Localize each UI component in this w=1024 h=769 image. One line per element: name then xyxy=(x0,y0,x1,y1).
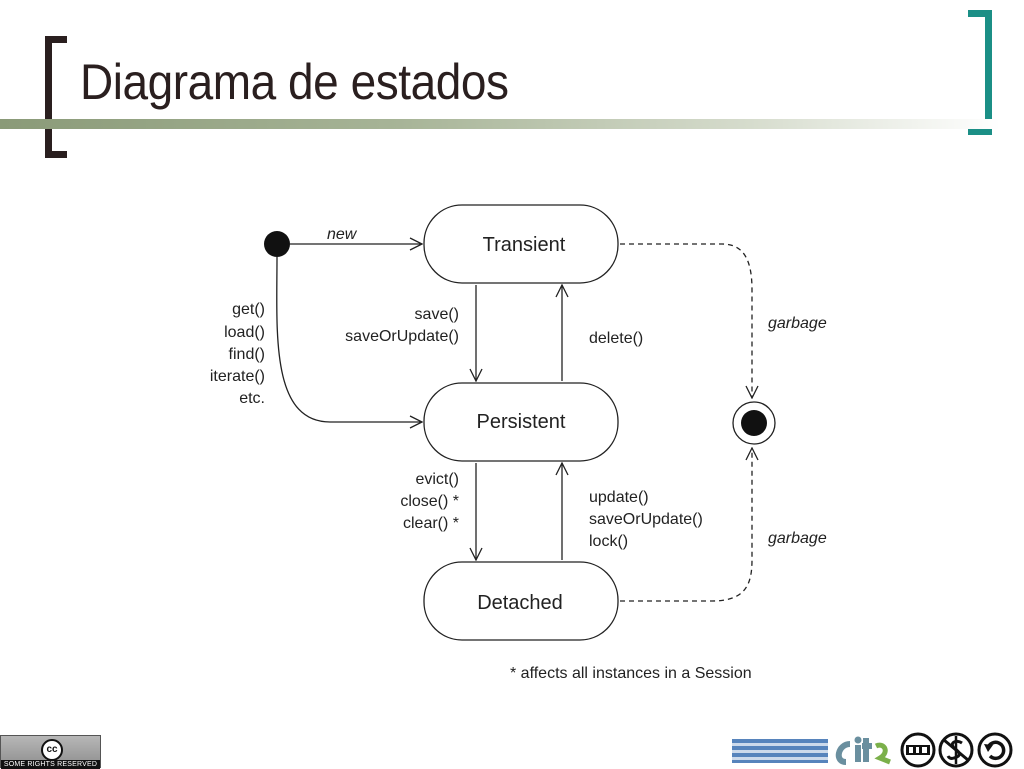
arrow-garbage-top xyxy=(620,243,752,398)
label-load-line: etc. xyxy=(239,390,265,407)
label-load-line: load() xyxy=(224,324,265,341)
cc-badge[interactable]: cc SOME RIGHTS RESERVED xyxy=(0,735,101,769)
final-node xyxy=(732,401,776,445)
label-evict-line: close() * xyxy=(400,493,459,510)
nc-icon xyxy=(938,732,974,768)
cit-logo xyxy=(835,736,891,765)
sa-icon xyxy=(977,732,1013,768)
arrow-load xyxy=(276,256,422,422)
right-bracket-decoration xyxy=(968,10,992,135)
cc-caption: SOME RIGHTS RESERVED xyxy=(1,760,100,769)
label-update: update() saveOrUpdate() lock() xyxy=(589,489,703,550)
label-save-line: save() xyxy=(415,306,459,323)
label-load: get() load() find() iterate() etc. xyxy=(210,301,265,407)
label-evict-line: clear() * xyxy=(403,515,459,532)
label-garbage-top: garbage xyxy=(768,315,827,332)
label-update-line: update() xyxy=(589,489,649,506)
label-evict: evict() close() * clear() * xyxy=(400,471,459,532)
state-persistent: Persistent xyxy=(423,382,619,462)
label-load-line: get() xyxy=(232,301,265,318)
state-detached-label: Detached xyxy=(477,592,563,614)
footer-logos xyxy=(732,732,1013,768)
label-load-line: find() xyxy=(229,346,265,363)
slide-title: Diagrama de estados xyxy=(80,54,509,110)
left-bracket-decoration xyxy=(45,36,67,158)
state-transient: Transient xyxy=(423,204,619,284)
title-rule xyxy=(0,119,1000,129)
label-delete: delete() xyxy=(589,330,643,347)
initial-node xyxy=(264,231,290,257)
esst-logo xyxy=(732,739,828,763)
label-evict-line: evict() xyxy=(415,471,459,488)
by-icon xyxy=(900,732,936,768)
label-new: new xyxy=(327,226,358,243)
cc-icon: cc xyxy=(41,739,63,761)
state-detached: Detached xyxy=(423,561,619,641)
label-load-line: iterate() xyxy=(210,368,265,385)
label-update-line: saveOrUpdate() xyxy=(589,511,703,528)
state-persistent-label: Persistent xyxy=(477,411,566,433)
label-save: save() saveOrUpdate() xyxy=(345,306,459,345)
label-save-line: saveOrUpdate() xyxy=(345,328,459,345)
arrow-garbage-bottom xyxy=(620,448,752,602)
label-update-line: lock() xyxy=(589,533,628,550)
state-transient-label: Transient xyxy=(483,234,566,256)
label-garbage-bottom: garbage xyxy=(768,530,827,547)
footnote: * affects all instances in a Session xyxy=(510,665,752,682)
